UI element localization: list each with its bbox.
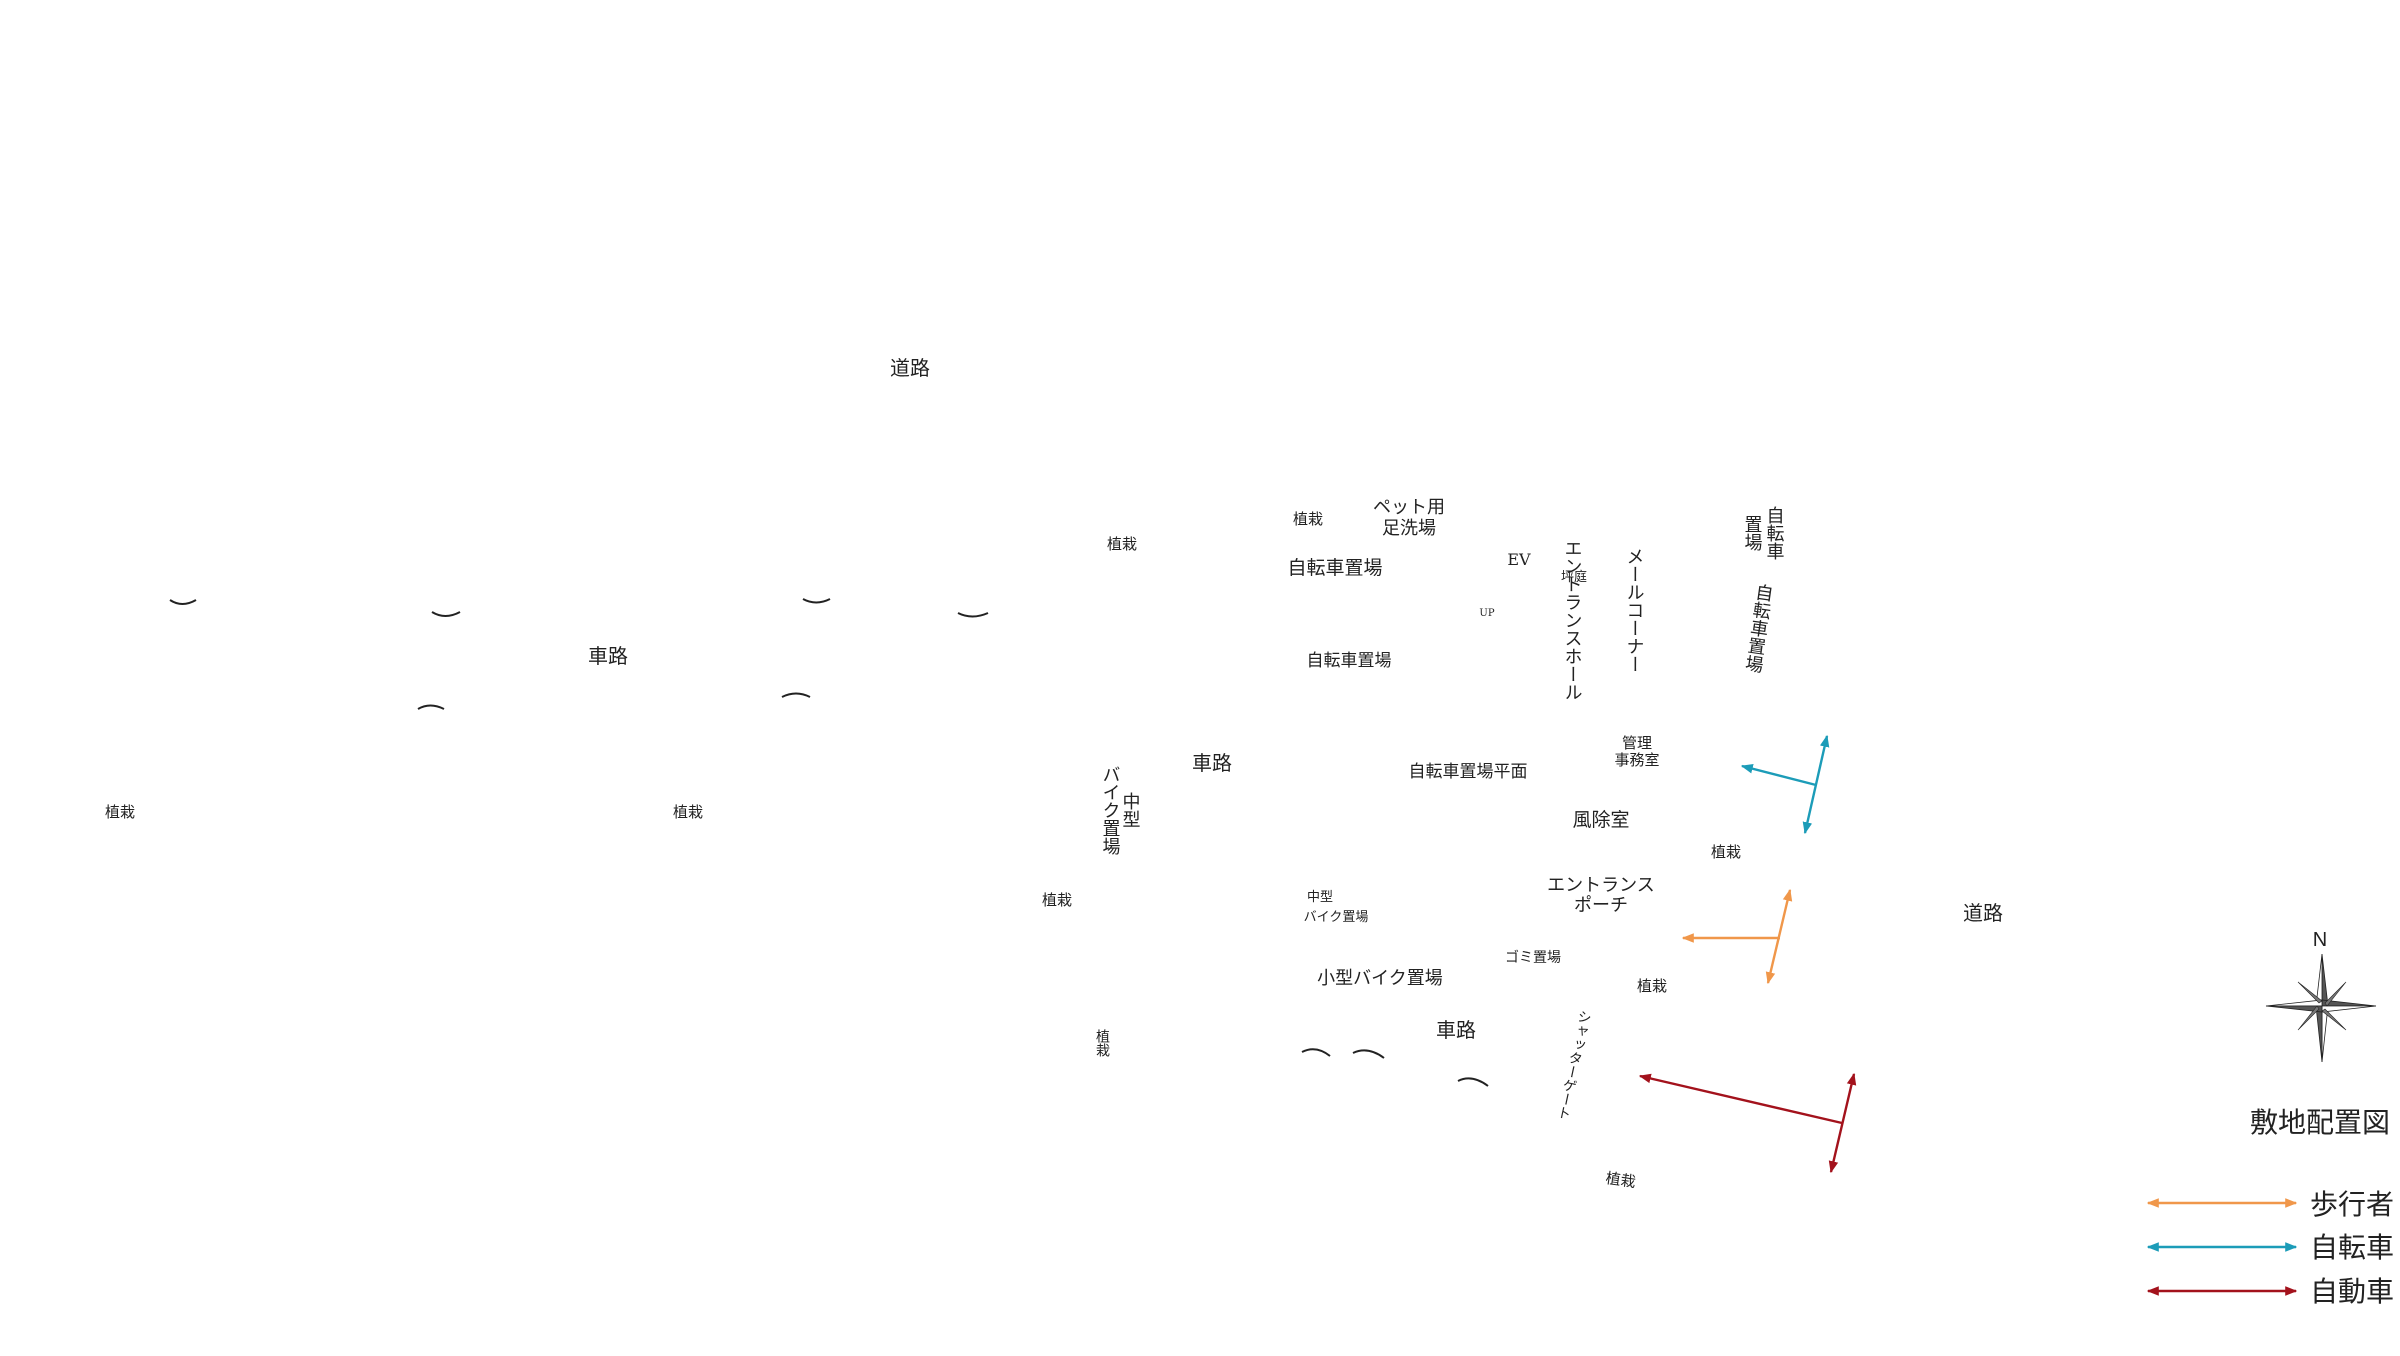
label-planting: 植栽 (1711, 843, 1741, 861)
label-medium-bike-small-line1: 中型 (1307, 890, 1333, 905)
tree-mark (169, 599, 197, 605)
label-mail-corner: メールコーナー (1624, 547, 1645, 673)
label-medium-bike-small-line2: バイク置場 (1304, 910, 1369, 925)
tree-marks (169, 598, 1489, 1087)
label-planting: 植栽 (1605, 1169, 1637, 1191)
label-planting: 植栽 (1042, 891, 1072, 909)
compass-rose: N (2265, 929, 2377, 1063)
label-entrance-porch-line2: ポーチ (1574, 895, 1628, 916)
tree-mark (1457, 1077, 1489, 1087)
tree-mark (417, 704, 445, 710)
label-bike-parking-vertical: 置場 (1742, 515, 1763, 552)
pedestrian-flow (1681, 888, 1793, 985)
label-up: UP (1479, 608, 1494, 619)
legend-vehicle-label: 自動車 (2310, 1275, 2394, 1308)
map-title: 敷地配置図 (2250, 1106, 2390, 1139)
compass-north-label: N (2313, 929, 2327, 951)
tree-mark (957, 612, 989, 618)
label-carway-center: 車路 (1192, 751, 1232, 775)
label-ev: EV (1507, 550, 1531, 569)
plan-labels: 道路 道路 車路 車路 車路 植栽 植栽 植栽 植栽 植栽 植栽 植栽 植栽 植… (105, 356, 2003, 1191)
tree-mark (781, 692, 811, 698)
label-planting: 植栽 (1293, 510, 1323, 528)
label-entrance-hall: エントランスホール (1562, 539, 1583, 701)
tree-mark (802, 598, 831, 604)
label-medium-bike-vertical: バイク置場 (1100, 765, 1121, 856)
label-pet-wash-line1: ペット用 (1373, 497, 1445, 518)
label-entrance-porch-line1: エントランス (1547, 875, 1655, 896)
label-pet-wash-line2: 足洗場 (1382, 518, 1436, 539)
label-carway-south: 車路 (1436, 1018, 1476, 1042)
label-planting: 植栽 (1637, 977, 1667, 995)
label-planting: 植栽 (105, 803, 135, 821)
label-garbage: ゴミ置場 (1505, 949, 1561, 966)
compass-needle-north (2321, 953, 2329, 1007)
label-bike-parking-vertical: 自転車 (1764, 506, 1785, 560)
tree-mark (1352, 1049, 1385, 1059)
label-planting: 植栽 (1107, 535, 1137, 553)
legend: 歩行者 自転車 自動車 (2146, 1188, 2394, 1308)
legend-bicycle-label: 自転車 (2310, 1231, 2394, 1264)
label-carway-west: 車路 (588, 644, 628, 668)
bicycle-flow (1740, 734, 1830, 835)
label-windbreak-room: 風除室 (1572, 809, 1629, 831)
label-planting-vertical: 植栽 (1094, 1029, 1110, 1057)
label-medium-bike-vertical: 中型 (1120, 792, 1141, 828)
label-bike-parking: 自転車置場 (1307, 651, 1392, 671)
label-road-east: 道路 (1963, 901, 2003, 925)
label-office-line2: 事務室 (1614, 751, 1659, 769)
tree-mark (1301, 1048, 1331, 1057)
label-bike-parking: 自転車置場 (1287, 557, 1382, 579)
label-road-north: 道路 (890, 356, 930, 380)
label-courtyard: 坪庭 (1561, 569, 1587, 585)
label-planting: 植栽 (673, 803, 703, 821)
label-small-bike: 小型バイク置場 (1317, 968, 1443, 989)
label-office-line1: 管理 (1622, 734, 1652, 752)
label-bike-parking-plan: 自転車置場平面 (1409, 762, 1528, 782)
label-shutter-gate: シャッターゲート (1554, 1008, 1593, 1121)
tree-mark (431, 611, 461, 617)
vehicle-flow (1638, 1072, 1857, 1174)
label-bike-parking-vertical: 自転車置場 (1741, 582, 1774, 675)
legend-pedestrian-label: 歩行者 (2310, 1188, 2394, 1221)
